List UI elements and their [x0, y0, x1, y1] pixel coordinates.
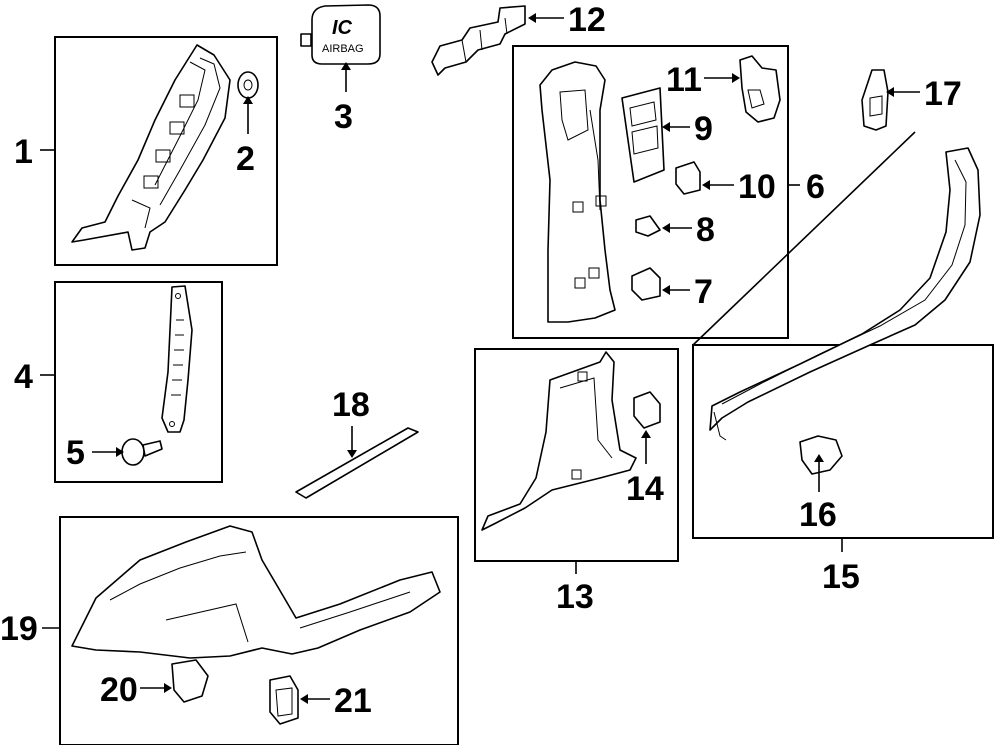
leader-sill-box [692, 131, 916, 346]
callout-10: 10 [738, 168, 776, 206]
callout-11: 11 [666, 61, 702, 99]
rear-quarter-trim [71, 525, 441, 659]
callout-13: 13 [556, 578, 594, 616]
leaders [40, 13, 920, 704]
nut-8 [635, 215, 661, 237]
callout-17: 17 [924, 75, 962, 113]
badge-text: AIRBAG [322, 43, 364, 55]
airbag-badge: IC AIRBAG [300, 4, 381, 65]
callout-3: 3 [334, 98, 353, 136]
callout-20: 20 [100, 671, 138, 709]
callout-18: 18 [332, 386, 370, 424]
group-box-rear-trim [59, 516, 459, 745]
callout-15: 15 [822, 558, 860, 596]
retainer-clip-17 [861, 69, 889, 131]
clip-20 [171, 659, 209, 703]
clip-7 [631, 267, 661, 301]
pillar-bracket [161, 285, 193, 433]
scuff-strip [295, 427, 419, 499]
clip-16 [799, 435, 843, 475]
door-sill-plate [709, 147, 981, 441]
clip-21 [269, 675, 299, 725]
b-pillar-trim [539, 61, 616, 323]
group-box-pillar-bracket [54, 281, 223, 483]
callout-14: 14 [626, 470, 664, 508]
callout-labels: 1 2 3 4 5 6 7 8 9 10 11 12 13 14 15 16 1… [0, 1, 962, 720]
clip-10 [675, 161, 701, 195]
callout-1: 1 [14, 133, 33, 171]
badge-logo: IC [332, 17, 353, 39]
a-pillar-trim [71, 44, 231, 251]
mounting-bracket [431, 5, 526, 76]
callout-6: 6 [806, 168, 825, 206]
callout-7: 7 [694, 273, 713, 311]
group-box-sill-plate [692, 344, 994, 539]
group-box-b-pillar [512, 45, 789, 339]
callout-5: 5 [66, 434, 85, 472]
clip-14 [633, 391, 661, 429]
callout-9: 9 [694, 110, 713, 148]
callout-19: 19 [0, 610, 38, 648]
callout-4: 4 [14, 358, 33, 396]
switch-panel [621, 87, 665, 183]
callout-16: 16 [799, 496, 837, 534]
lower-pillar-trim [481, 351, 637, 531]
callout-21: 21 [334, 682, 372, 720]
bolt [121, 438, 163, 466]
push-nut [237, 71, 259, 99]
callout-2: 2 [236, 140, 255, 178]
callout-12: 12 [568, 1, 606, 39]
group-box-a-pillar [54, 36, 278, 266]
callout-8: 8 [696, 211, 715, 249]
retainer-clip-11 [739, 55, 781, 123]
